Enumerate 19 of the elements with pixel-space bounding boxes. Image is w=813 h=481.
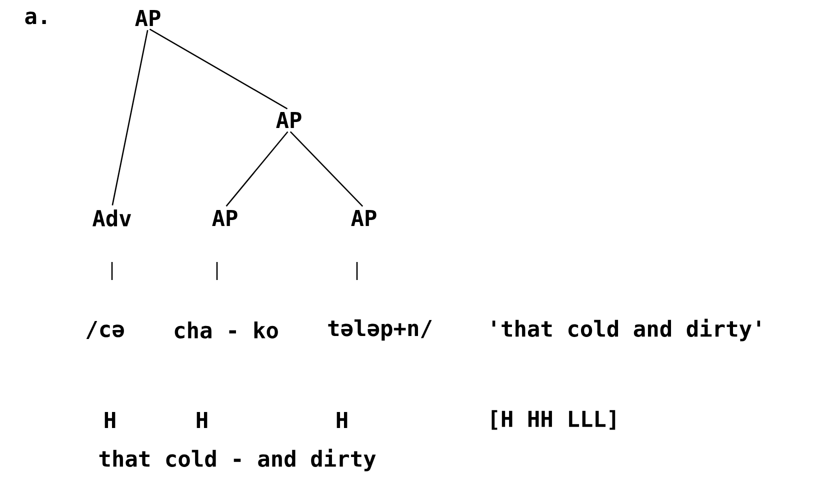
category-label: AP — [351, 210, 376, 226]
category-label: AP — [212, 210, 238, 226]
tree-branch — [226, 131, 288, 207]
gloss-text: that cold - and dirty — [99, 448, 376, 472]
tone-pattern: [H HH LLL] — [492, 410, 616, 430]
category-label: AP — [135, 10, 160, 26]
example-letter: a. — [25, 12, 46, 24]
word-text: cha - ko — [174, 321, 278, 338]
word-text: /cə — [86, 320, 124, 340]
tree-branch — [112, 30, 148, 206]
word-text: təlәp+n/ — [328, 319, 432, 341]
gloss-text: 'that cold and dirty' — [492, 318, 760, 342]
tree-branch — [290, 131, 364, 207]
tone-mark: H — [104, 412, 116, 428]
category-label: AP — [276, 112, 302, 128]
tree-branch — [149, 28, 288, 110]
category-label: Adv — [92, 209, 132, 226]
tone-mark: H — [336, 412, 348, 428]
tone-mark: H — [196, 412, 208, 428]
